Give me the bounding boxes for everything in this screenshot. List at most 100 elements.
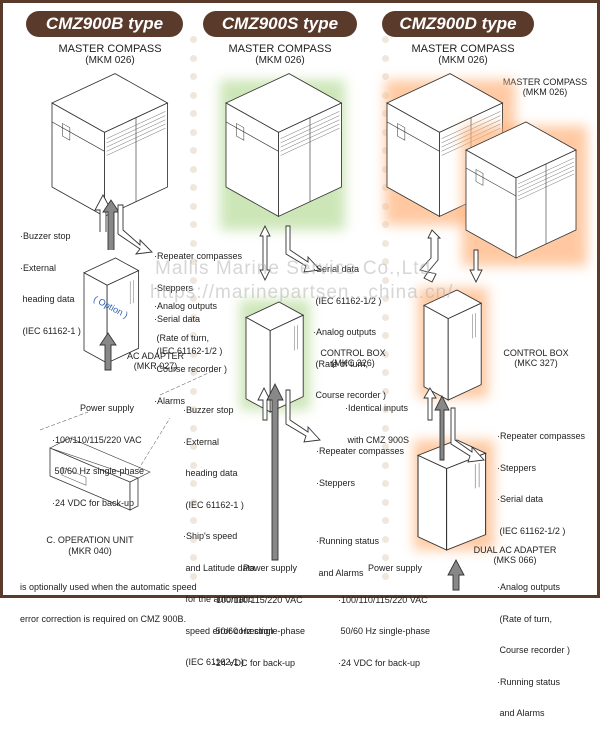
label-line: ·100/110/115/220 VAC xyxy=(338,594,428,605)
label-line: ·External xyxy=(183,436,220,447)
type-pill-cmz900b: CMZ900B type xyxy=(26,11,183,37)
label-line: ·Analog outputs xyxy=(154,301,218,311)
master-compass-d2-drawing xyxy=(465,121,577,259)
label-line: is optionally used when the automatic sp… xyxy=(20,582,197,592)
label-line: ·Running status xyxy=(497,676,561,687)
label-line: (IEC 61162-1/2 ) xyxy=(313,295,382,306)
separator-dot xyxy=(190,480,197,487)
power-supply-title: Power supply xyxy=(80,403,135,413)
operation-unit-name: C. OPERATION UNIT xyxy=(46,535,134,545)
label-line: and Alarms xyxy=(316,567,364,578)
separator-dot xyxy=(382,387,389,395)
separator-dot xyxy=(190,498,197,506)
separator-dot xyxy=(190,73,197,80)
separator-dot xyxy=(190,406,197,413)
label-line: with CMZ 900S xyxy=(345,434,410,445)
master-compass-s-title: MASTER COMPASS (MKM 026) xyxy=(200,43,360,67)
label-line: (Rate of turn, xyxy=(313,358,369,369)
label-line: (Rate of turn, xyxy=(154,332,210,343)
label-line: ·Alarms xyxy=(154,395,185,406)
separator-dot xyxy=(190,387,197,395)
separator-dot xyxy=(190,258,197,265)
separator-dot xyxy=(190,443,197,450)
label-line: ·Repeater compasses xyxy=(316,446,405,456)
separator-dot xyxy=(190,554,197,561)
label-line: (IEC 61162-1 ) xyxy=(183,499,244,510)
label-line: ·Identical inputs xyxy=(345,403,409,413)
separator-dot xyxy=(382,424,389,432)
separator-dot xyxy=(190,36,197,43)
separator-dot xyxy=(382,535,389,543)
label-line: ·100/110/115/220 VAC xyxy=(213,594,303,605)
separator-dot xyxy=(190,572,197,580)
label-line: and Alarms xyxy=(497,708,545,718)
d-outputs-from-control-box: ·Repeater compasses ·Steppers ·Serial da… xyxy=(497,410,585,729)
b-analog-outputs: ·Analog outputs (Rate of turn, Course re… xyxy=(154,280,227,417)
s-outputs-from-control-box: ·Repeater compasses ·Steppers ·Running s… xyxy=(316,425,404,589)
label-line: ·Repeater compasses xyxy=(154,251,243,261)
master-compass-d2-name: MASTER COMPASS xyxy=(502,77,588,87)
master-compass-s-name: MASTER COMPASS xyxy=(228,43,332,55)
operation-unit-label: C. OPERATION UNIT (MKR 040) xyxy=(30,535,150,556)
separator-dot xyxy=(382,480,389,487)
label-line: (IEC 61162-1/2 ) xyxy=(154,345,223,356)
operation-unit-model: (MKR 040) xyxy=(68,545,112,556)
separator-dot xyxy=(382,406,389,413)
label-line: and Latitude data xyxy=(183,562,256,573)
label-line: ·External xyxy=(20,262,57,273)
separator-dot xyxy=(190,350,197,358)
separator-dot xyxy=(190,202,197,210)
ac-adapter-b-name: AC ADAPTER xyxy=(126,351,184,361)
separator-dot xyxy=(382,295,389,302)
dual-ac-adapter-name: DUAL AC ADAPTER xyxy=(473,545,557,555)
separator-dot xyxy=(190,369,197,376)
label-line: (IEC 61162-1/2 ) xyxy=(497,525,566,536)
master-compass-d2-model: (MKM 026) xyxy=(522,87,568,97)
b-inputs-to-compass: ·Buzzer stop ·External heading data (IEC… xyxy=(20,210,81,347)
label-line: 50/60 Hz single-phase xyxy=(338,626,431,636)
label-line: ·Serial data xyxy=(497,494,544,504)
separator-dot xyxy=(382,572,389,580)
label-line: (Rate of turn, xyxy=(497,613,553,624)
watermark-line-2: https://marinepartsen...china.cn/ xyxy=(150,282,454,303)
separator-dot xyxy=(190,295,197,302)
arrows xyxy=(94,194,485,591)
dual-ac-adapter-label: DUAL AC ADAPTER (MKS 066) xyxy=(465,545,565,565)
master-compass-b-title: MASTER COMPASS (MKM 026) xyxy=(30,43,190,67)
separator-dot xyxy=(382,461,389,469)
separator-dot xyxy=(382,239,389,247)
separator-dot xyxy=(382,54,389,62)
separator-dot xyxy=(190,110,197,117)
label-line: ·Serial data xyxy=(313,264,360,274)
master-compass-d1-name: MASTER COMPASS xyxy=(411,43,515,55)
separator-dot xyxy=(190,313,197,321)
label-line: heading data xyxy=(183,468,238,478)
separator-dot xyxy=(190,165,197,173)
master-compass-s-drawing xyxy=(225,73,342,217)
label-line: Course recorder ) xyxy=(497,645,571,655)
separator-dot xyxy=(382,313,389,321)
watermark-line-1: Mallis Marine Service Co.,Ltd. xyxy=(155,258,438,279)
type-pill-cmz900s: CMZ900S type xyxy=(203,11,357,37)
power-supply-title: Power supply xyxy=(243,563,298,573)
separator-dot xyxy=(382,73,389,80)
separator-dot xyxy=(190,221,197,228)
master-compass-d1-title: MASTER COMPASS (MKM 026) xyxy=(383,43,543,67)
label-line: ·Analog outputs xyxy=(313,327,377,337)
b-outputs-from-compass: ·Repeater compasses ·Steppers ·Serial da… xyxy=(154,230,242,367)
label-line: ·Buzzer stop xyxy=(183,405,234,415)
label-line: ·Running status xyxy=(316,536,380,546)
master-compass-b-name: MASTER COMPASS xyxy=(58,43,162,55)
separator-dot xyxy=(382,369,389,376)
master-compass-d1-model: (MKM 026) xyxy=(438,55,488,66)
ac-adapter-b-label: AC ADAPTER (MKR 027) xyxy=(118,351,193,371)
label-line: 50/60 Hz single-phase xyxy=(213,626,306,636)
label-line: heading data xyxy=(20,294,75,304)
operation-unit-drawing xyxy=(39,411,171,511)
label-line: ·24 VDC for back-up xyxy=(338,657,421,668)
label-line: ·Steppers xyxy=(316,477,356,488)
separator-dot xyxy=(382,36,389,43)
separator-dot xyxy=(190,239,197,247)
separator-dot xyxy=(382,498,389,506)
label-line: ·Buzzer stop xyxy=(20,231,71,241)
